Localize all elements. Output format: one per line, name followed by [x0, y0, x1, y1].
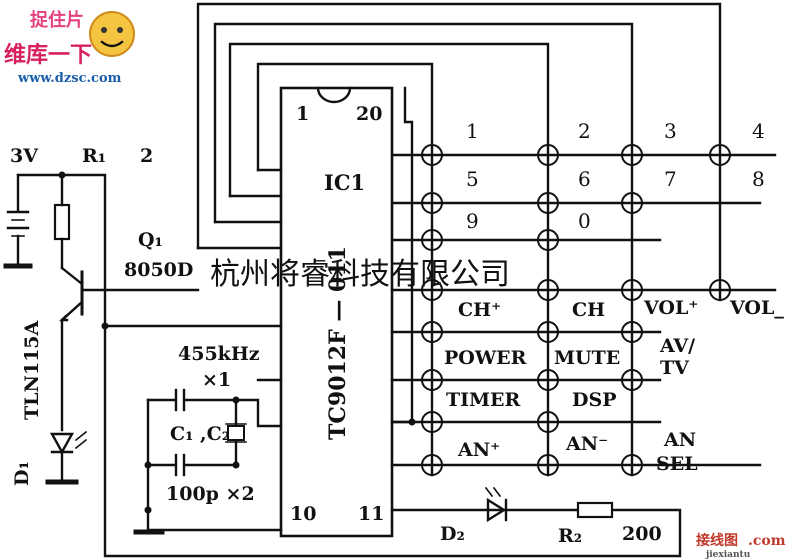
key-tv: TV [660, 357, 690, 379]
key-dsp: DSP [572, 389, 617, 411]
r1-two-label: 2 [140, 145, 153, 167]
footer-logo-text: 接线图 [696, 532, 738, 549]
footer-logo-suffix: .com [748, 533, 786, 549]
key-ch: CH [572, 299, 605, 321]
key-vol-minus: VOL_ [729, 297, 784, 319]
key-8: 8 [752, 167, 765, 191]
key-0: 0 [578, 209, 591, 233]
osc-mult-label: ×1 [202, 369, 231, 391]
supply-label: 3V [10, 145, 39, 167]
d1-ir-diode-icon [49, 430, 88, 455]
ic-notch [316, 86, 352, 104]
osc-caps-label: C₁ ,C₂ [170, 423, 230, 445]
osc-freq-label: 455kHz [178, 343, 260, 365]
ic-body [279, 86, 394, 538]
osc-cap-val-label: 100p ×2 [166, 483, 255, 505]
battery-icon [6, 210, 30, 237]
ic-pin-20-label: 20 [356, 103, 382, 125]
ic-pin-1-label: 1 [296, 103, 309, 125]
bottom-section: D₂ R₂ 200 [103, 324, 682, 558]
key-an-plus: AN⁺ [457, 439, 500, 461]
power-section: 3V R₁ 2 Q₁ 8050D TLN115A D₁ [3, 145, 283, 486]
top-loop-wires [196, 2, 722, 250]
key-mute: MUTE [554, 347, 620, 369]
key-4: 4 [752, 119, 765, 143]
d2-led-icon [484, 486, 508, 523]
r2-value-label: 200 [622, 523, 662, 545]
r1-resistor [53, 203, 71, 241]
ic-pin-10-label: 10 [290, 503, 316, 525]
crystal-icon [227, 425, 245, 441]
key-av: AV/ [659, 335, 695, 357]
matrix-rows [390, 153, 777, 467]
ic-part: TC9012F — 011 [325, 246, 351, 440]
key-timer: TIMER [446, 389, 521, 411]
key-6: 6 [578, 167, 591, 191]
d2-label: D₂ [440, 523, 465, 545]
key-power: POWER [444, 347, 527, 369]
ic-pin-11-label: 11 [358, 503, 384, 525]
dzsc-logo: 捉住片 维库一下 www.dzsc.com [4, 9, 135, 86]
key-ch-plus: CH⁺ [458, 299, 501, 321]
watermark-text: 杭州将睿科技有限公司 [210, 257, 510, 292]
oscillator-section: 455kHz ×1 C₁ ,C₂ 100p ×2 [133, 343, 283, 535]
r2-resistor [576, 501, 614, 519]
logo-url: www.dzsc.com [17, 71, 122, 86]
key-labels: 1 2 3 4 5 6 7 8 9 0 CH⁺ CH VOL⁺ VOL_ POW… [444, 119, 784, 475]
r2-label: R₂ [558, 525, 582, 547]
key-sel: SEL [656, 453, 698, 475]
key-9: 9 [466, 209, 479, 233]
logo-subtitle: 维库一下 [4, 42, 92, 68]
q1-transistor-icon [59, 266, 200, 322]
tln-label: TLN115A [21, 320, 43, 420]
matrix-columns [390, 86, 722, 477]
q1-type-label: 8050D [124, 259, 193, 281]
r1-label: R₁ [82, 145, 106, 167]
key-3: 3 [664, 119, 677, 143]
key-an: AN [663, 429, 696, 451]
key-5: 5 [466, 167, 479, 191]
footer-logo: 接线图 .com jiexiantu [696, 532, 786, 560]
q1-label: Q₁ [138, 229, 163, 251]
key-an-minus: AN⁻ [565, 433, 608, 455]
d1-label: D₁ [11, 461, 33, 486]
ic-name: IC1 [324, 170, 365, 195]
footer-logo-domain: jiexiantu [705, 550, 751, 560]
logo-title: 捉住片 [30, 9, 84, 31]
key-1: 1 [466, 119, 479, 143]
key-7: 7 [664, 167, 677, 191]
key-vol-plus: VOL⁺ [643, 297, 698, 319]
key-2: 2 [578, 119, 591, 143]
matrix-nodes [408, 144, 731, 476]
